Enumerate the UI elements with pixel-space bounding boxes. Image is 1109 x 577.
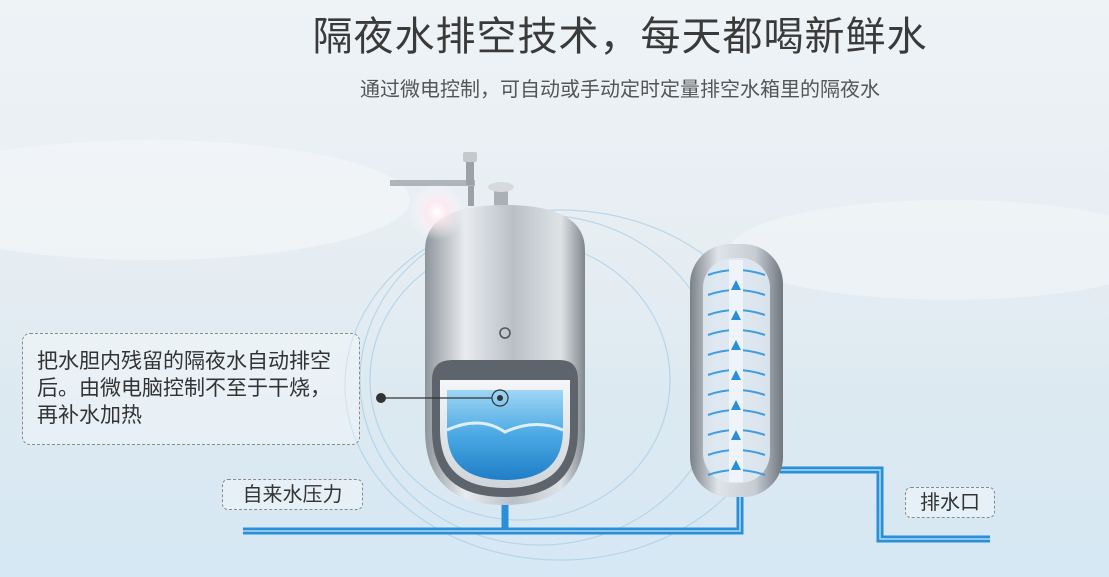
water-tank-icon xyxy=(390,152,585,505)
page-title: 隔夜水排空技术，每天都喝新鲜水 xyxy=(312,14,928,60)
page-subtitle: 通过微电控制，可自动或手动定时定量排空水箱里的隔夜水 xyxy=(360,77,880,101)
callout-box: 把水胆内残留的隔夜水自动排空后。由微电脑控制不至于干烧，再补水加热 xyxy=(22,333,360,445)
callout-connector xyxy=(376,393,492,403)
drain-outlet-label: 排水口 xyxy=(905,487,995,518)
pressure-valve-icon xyxy=(390,152,514,208)
callout-text: 把水胆内残留的隔夜水自动排空后。由微电脑控制不至于干烧，再补水加热 xyxy=(37,349,331,427)
water-source-label: 自来水压力 xyxy=(222,479,363,510)
filter-cartridge-icon xyxy=(690,244,783,497)
